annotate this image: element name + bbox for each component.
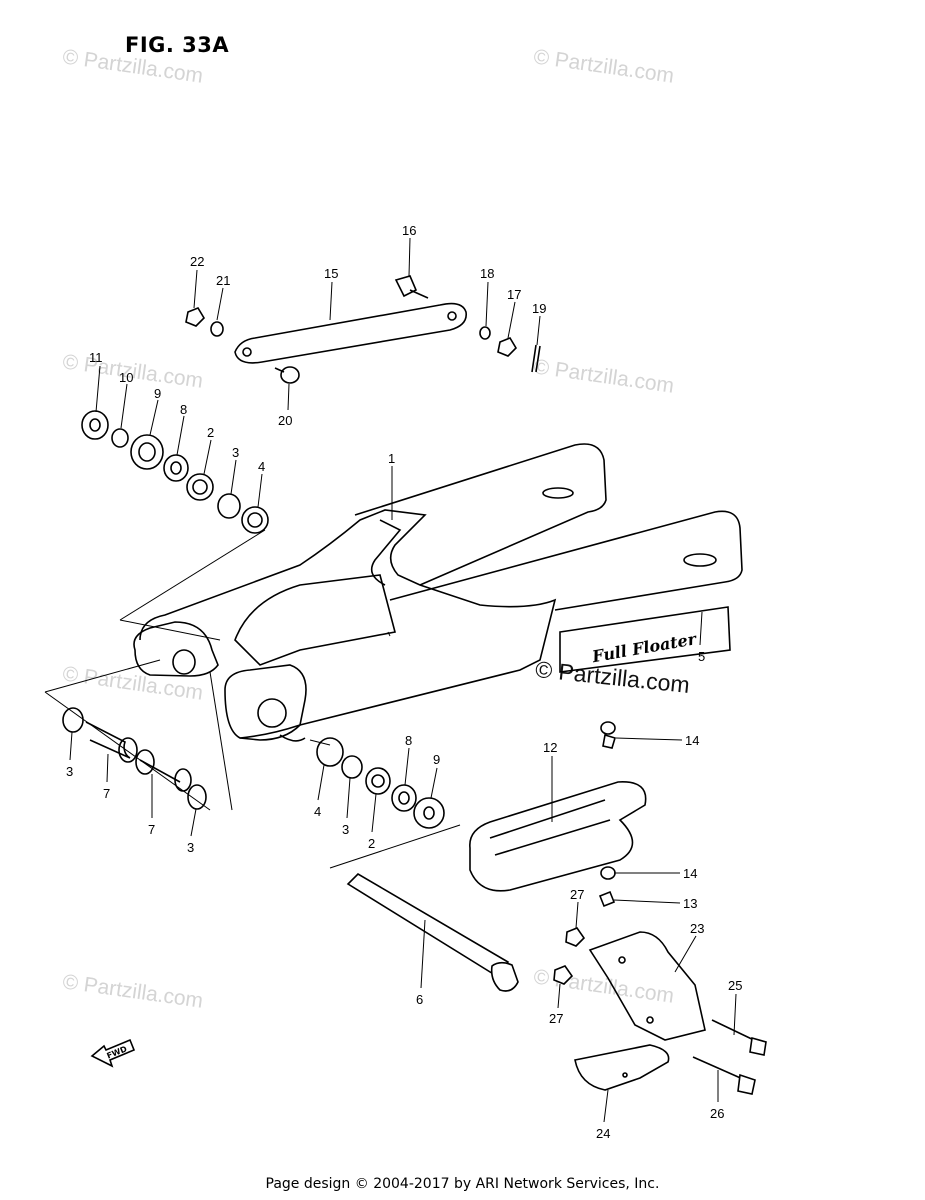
bearing-4-right[interactable] (316, 737, 344, 767)
callout-13[interactable]: 13 (683, 896, 697, 911)
washer-8-right[interactable] (391, 784, 417, 812)
assembly-leaders (44, 529, 461, 869)
callout-6[interactable]: 6 (416, 992, 423, 1007)
callout-14[interactable]: 14 (685, 733, 699, 748)
pin-20[interactable] (274, 366, 300, 384)
dust-seal-9-right[interactable] (413, 797, 445, 829)
bolt-16[interactable] (394, 275, 429, 299)
chain-guide-bracket-23[interactable] (588, 931, 706, 1041)
callout-27[interactable]: 27 (570, 887, 584, 902)
oil-seal-3-left[interactable] (62, 707, 84, 733)
callout-23[interactable]: 23 (690, 921, 704, 936)
nut-27-upper[interactable] (565, 927, 586, 947)
callout-27[interactable]: 27 (549, 1011, 563, 1026)
callout-3[interactable]: 3 (66, 764, 73, 779)
callout-16[interactable]: 16 (402, 223, 416, 238)
callout-15[interactable]: 15 (324, 266, 338, 281)
callout-7[interactable]: 7 (103, 786, 110, 801)
exploded-parts-diagram: Full Floater (44, 223, 767, 1141)
callout-4[interactable]: 4 (314, 804, 321, 819)
callout-22[interactable]: 22 (190, 254, 204, 269)
spacer-2-right[interactable] (365, 767, 391, 795)
dust-seal-9[interactable] (130, 434, 164, 470)
bolt-13[interactable] (598, 890, 616, 908)
callout-20[interactable]: 20 (278, 413, 292, 428)
torque-link[interactable] (234, 302, 467, 364)
callout-14[interactable]: 14 (683, 866, 697, 881)
washer-18[interactable] (479, 326, 491, 340)
callout-19[interactable]: 19 (532, 301, 546, 316)
callout-12[interactable]: 12 (543, 740, 557, 755)
chain-buffer-12[interactable] (469, 781, 647, 892)
swingarm[interactable] (133, 443, 743, 742)
nut-11[interactable] (81, 410, 109, 440)
fwd-arrow-icon: FWD (90, 1038, 136, 1068)
bolt-14-top[interactable] (600, 721, 616, 749)
callout-25[interactable]: 25 (728, 978, 742, 993)
bolt-25[interactable] (711, 1019, 767, 1056)
fwd-label: FWD (105, 1044, 128, 1060)
nut-27-lower[interactable] (553, 965, 574, 985)
callout-21[interactable]: 21 (216, 273, 230, 288)
callout-7[interactable]: 7 (148, 822, 155, 837)
callout-8[interactable]: 8 (405, 733, 412, 748)
callout-17[interactable]: 17 (507, 287, 521, 302)
pivot-shaft-6[interactable] (346, 872, 519, 992)
spacer-2[interactable] (186, 473, 214, 501)
sleeve-7-b[interactable] (135, 749, 192, 792)
callout-26[interactable]: 26 (710, 1106, 724, 1121)
callout-numbers: 22 21 15 16 18 17 19 20 11 10 9 8 2 3 4 … (66, 223, 742, 1141)
nut-14[interactable] (600, 866, 616, 880)
cotter-pin-19[interactable] (531, 344, 541, 373)
callout-8[interactable]: 8 (180, 402, 187, 417)
oil-seal-3-right[interactable] (187, 784, 207, 810)
washer-8[interactable] (163, 454, 189, 482)
callout-24[interactable]: 24 (596, 1126, 610, 1141)
callout-10[interactable]: 10 (119, 370, 133, 385)
callout-2[interactable]: 2 (207, 425, 214, 440)
callout-1[interactable]: 1 (388, 451, 395, 466)
callout-18[interactable]: 18 (480, 266, 494, 281)
callout-leaders (69, 237, 737, 1123)
callout-9[interactable]: 9 (154, 386, 161, 401)
washer-21[interactable] (210, 321, 224, 337)
callout-3[interactable]: 3 (342, 822, 349, 837)
chain-guide-24[interactable] (574, 1044, 670, 1091)
callout-11[interactable]: 11 (89, 350, 103, 365)
callout-5[interactable]: 5 (698, 649, 705, 664)
figure-title: FIG. 33A (125, 33, 230, 57)
oil-seal-3-right-stack[interactable] (341, 755, 363, 779)
nut-17[interactable] (497, 337, 518, 357)
callout-2[interactable]: 2 (368, 836, 375, 851)
bolt-26[interactable] (692, 1056, 756, 1095)
callout-3[interactable]: 3 (232, 445, 239, 460)
oil-seal-3[interactable] (217, 493, 241, 519)
washer-10[interactable] (111, 428, 129, 448)
page-footer: Page design © 2004-2017 by ARI Network S… (265, 1176, 660, 1192)
nut-22[interactable] (185, 307, 206, 327)
callout-4[interactable]: 4 (258, 459, 265, 474)
bearing-4[interactable] (241, 506, 269, 534)
callout-3[interactable]: 3 (187, 840, 194, 855)
callout-9[interactable]: 9 (433, 752, 440, 767)
sleeve-7-a[interactable] (85, 721, 138, 763)
